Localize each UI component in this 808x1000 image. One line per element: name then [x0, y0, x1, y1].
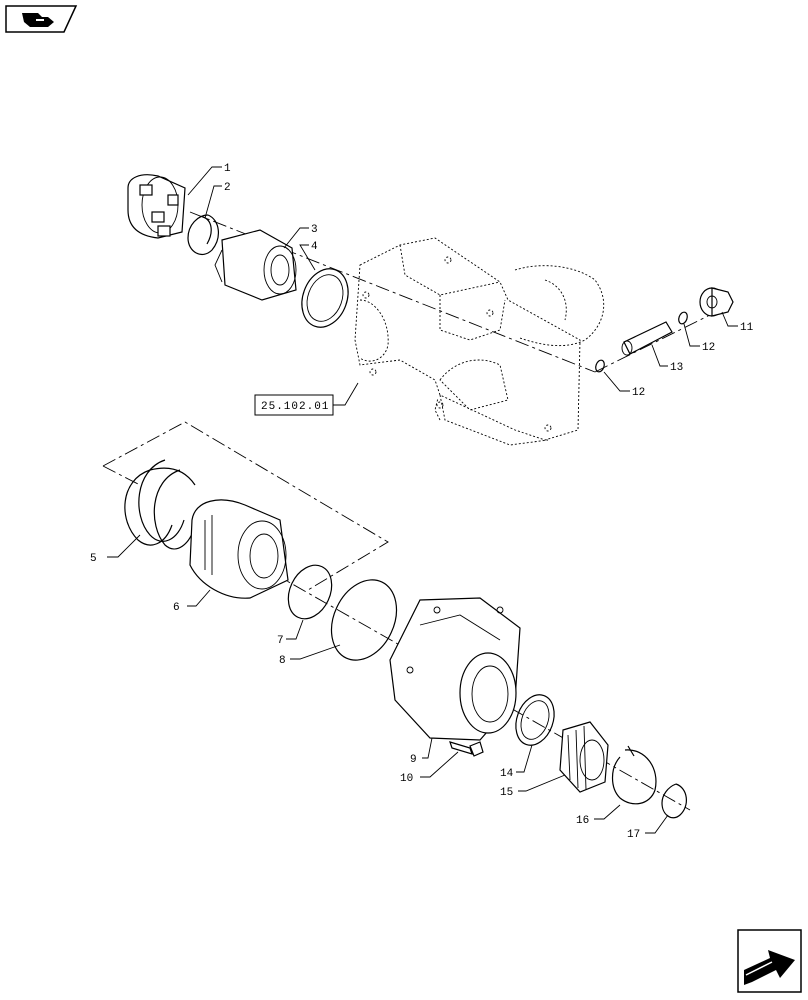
part-12-o-ring-lower: [595, 359, 605, 373]
reference-label: 25.102.01: [261, 401, 329, 413]
part-1-castellated-coupling: [127, 174, 186, 239]
part-13-pin: [621, 321, 673, 356]
part-10-bolt: [449, 741, 484, 757]
part-15-gear: [559, 721, 609, 793]
part-7-o-ring: [287, 564, 333, 620]
callout-2: 2: [224, 182, 231, 194]
reference-label-box: [254, 394, 334, 416]
callout-1: 1: [224, 163, 231, 175]
centerline-upper: [189, 211, 596, 373]
callout-16: 16: [576, 815, 589, 827]
callout-15: 15: [500, 787, 513, 799]
part-9-cover-housing: [389, 597, 521, 741]
group-boundary-line: [102, 421, 389, 591]
part-5-spring: [124, 459, 196, 550]
next-page-arrow-icon[interactable]: [737, 929, 802, 993]
callout-14: 14: [500, 768, 514, 780]
part-4-washer: [301, 268, 349, 328]
part-2-snap-ring: [187, 214, 219, 255]
callout-12-upper: 12: [702, 342, 715, 354]
callout-12-lower: 12: [632, 387, 645, 399]
callout-13: 13: [670, 362, 683, 374]
callout-6: 6: [173, 602, 180, 614]
callout-9: 9: [410, 754, 417, 766]
part-17-snap-ring: [661, 783, 687, 819]
leader-lines: [107, 166, 738, 834]
part-14-washer: [515, 694, 555, 746]
callout-3: 3: [311, 224, 318, 236]
callout-4: 4: [311, 241, 318, 253]
callout-10: 10: [400, 773, 413, 785]
callout-7: 7: [277, 635, 284, 647]
callout-5: 5: [90, 553, 97, 565]
part-12-o-ring-upper: [678, 311, 688, 325]
part-8-o-ring: [330, 579, 398, 661]
callout-17: 17: [627, 829, 640, 841]
part-16-retaining-ring: [611, 745, 657, 805]
callout-11: 11: [740, 322, 754, 334]
callout-8: 8: [279, 655, 286, 667]
catalog-tab-icon[interactable]: [5, 5, 78, 33]
housing-reference-part: [354, 237, 605, 446]
part-6-piston: [189, 499, 289, 599]
part-11-fitting: [699, 287, 734, 317]
part-3-splined-sleeve: [214, 229, 297, 301]
